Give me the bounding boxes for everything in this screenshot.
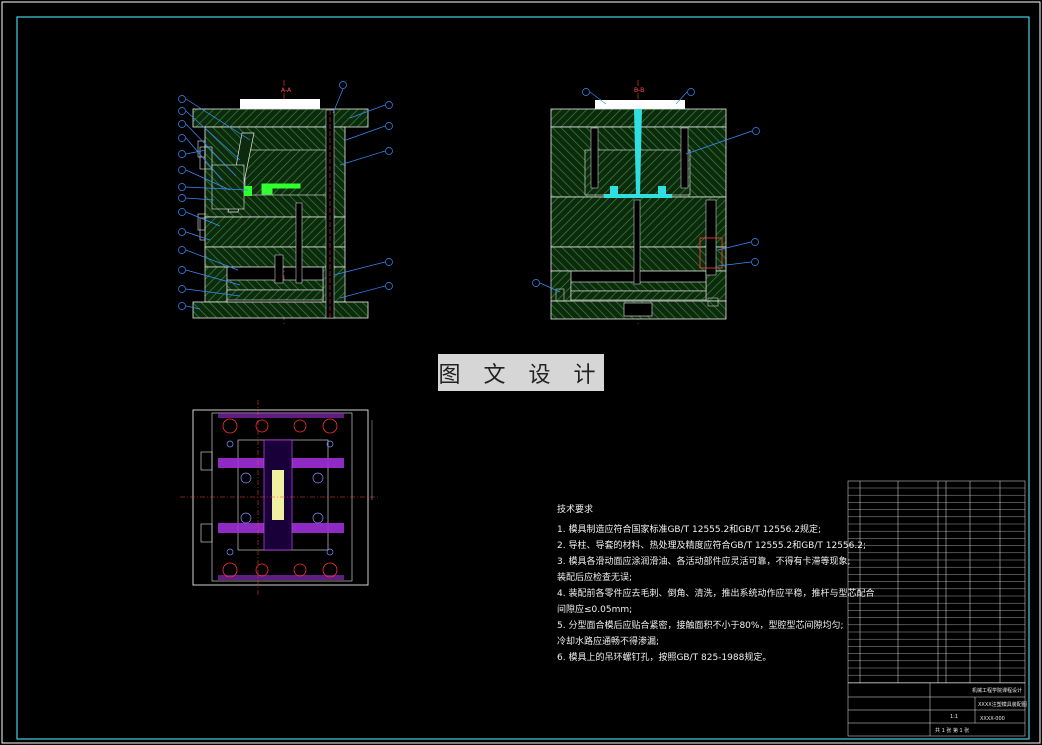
- title-block-sheet: 共 1 张 第 1 张: [935, 727, 969, 734]
- section-b-label: B-B: [634, 87, 644, 94]
- technical-requirements-title: 技术要求: [557, 505, 594, 515]
- bom-rows: [848, 487, 1025, 683]
- section-view-a: A-A: [178, 80, 393, 325]
- requirement-item: 装配后应检查无误;: [557, 573, 633, 583]
- requirement-item: 2. 导柱、导套的材料、热处理及精度应符合GB/T 12555.2和GB/T 1…: [557, 541, 866, 551]
- requirement-item: 5. 分型面合模后应贴合紧密，接触面积不小于80%，型腔型芯间隙均匀;: [557, 621, 844, 631]
- requirement-item: 间隙应≤0.05mm;: [557, 605, 633, 615]
- requirement-item: 冷却水路应通畅不得渗漏;: [557, 637, 660, 647]
- requirement-item: 4. 装配前各零件应去毛刺、倒角、清洗，推出系统动作应平稳，推杆与型芯配合: [557, 589, 875, 599]
- inner-frame: [16, 16, 1030, 740]
- title-block-scale: 1:1: [950, 714, 958, 720]
- title-block-company: 机械工程学院课程设计: [972, 687, 1022, 694]
- requirement-item: 6. 模具上的吊环螺钉孔，按照GB/T 825-1988规定。: [557, 653, 772, 663]
- technical-requirements: 技术要求 1. 模具制造应符合国家标准GB/T 12555.2和GB/T 125…: [557, 502, 875, 666]
- requirement-item: 1. 模具制造应符合国家标准GB/T 12555.2和GB/T 12556.2规…: [557, 525, 821, 535]
- watermark-banner: 图 文 设 计: [438, 354, 604, 391]
- title-block-drawing-name: XXXX注塑模具装配图: [978, 701, 1027, 708]
- title-block-designation: XXXX-000: [980, 716, 1005, 722]
- requirement-item: 3. 模具各滑动面应涂润滑油、各活动部件应灵活可靠，不得有卡滞等现象;: [557, 557, 851, 567]
- section-a-label: A-A: [281, 87, 292, 94]
- title-block: [847, 480, 1026, 737]
- plan-view: [180, 400, 380, 595]
- section-view-b: B-B: [532, 80, 760, 325]
- watermark-text: 图 文 设 计: [438, 362, 604, 388]
